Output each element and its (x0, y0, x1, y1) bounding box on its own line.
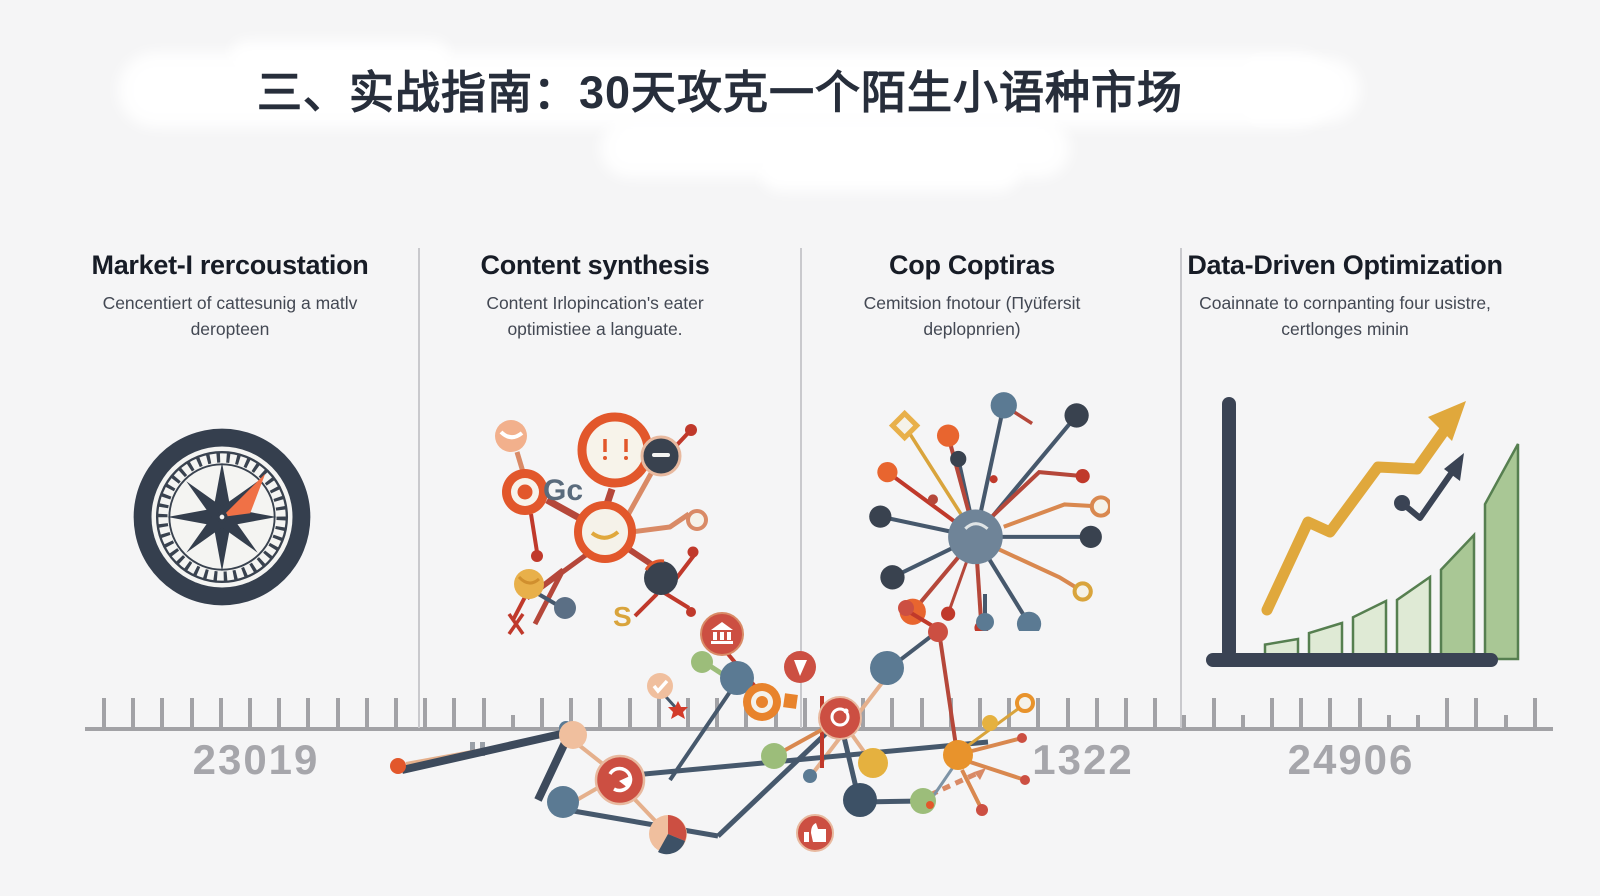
ruler-tick (540, 698, 544, 728)
secondary-arrow (1400, 463, 1460, 521)
ruler-tick (189, 698, 194, 728)
chart-bar (1351, 598, 1388, 661)
trend-line (1261, 411, 1460, 616)
ruler-tick (890, 698, 895, 728)
chart-bar (1439, 531, 1476, 661)
ruler-tick (1094, 698, 1099, 728)
column-header-market-research: Market-I rercoustation Cencentiert of ca… (55, 250, 405, 343)
ruler-tick (569, 698, 574, 728)
ruler-tick (452, 698, 457, 728)
ruler-tick (1036, 698, 1041, 728)
bottom-network-illustration (390, 594, 1035, 855)
column-header-data-driven: Data-Driven Optimization Coainnate to co… (1170, 250, 1520, 343)
column-divider (800, 248, 802, 728)
trend-arrowhead (1428, 401, 1466, 441)
ruler-tick (277, 698, 282, 728)
ruler-tick (102, 698, 106, 728)
ruler-tick (1386, 715, 1391, 728)
ruler-tick (364, 698, 369, 728)
compass-icon (133, 428, 311, 606)
ghost-blob (760, 150, 1020, 192)
y-axis (1222, 397, 1236, 659)
timeline-label: 24906 (1287, 736, 1415, 783)
ruler-tick (978, 698, 982, 728)
column-header-content-synthesis: Content synthesis Content Irlopincation'… (420, 250, 770, 343)
growth-chart-icon (1206, 397, 1520, 667)
ruler-tick (1182, 715, 1187, 728)
ruler-tick (1270, 698, 1274, 728)
ruler-tick (919, 698, 924, 728)
ruler-tick (160, 698, 165, 728)
ruler-tick (1532, 698, 1537, 728)
chart-bar (1395, 574, 1432, 661)
timeline-ruler (85, 727, 1553, 731)
chart-bar (1483, 443, 1520, 661)
s-label: S (613, 601, 632, 632)
ruler-tick (1357, 698, 1362, 728)
ruler-tick (218, 698, 223, 728)
ruler-tick (335, 698, 340, 728)
x-axis (1206, 653, 1498, 667)
ruler-tick (802, 698, 807, 728)
ruler-tick (1416, 715, 1420, 728)
column-subtitle: Cencentiert of cattesunig a matlv deropt… (102, 293, 358, 340)
hub-network-icon (869, 392, 1110, 631)
ruler-tick (394, 698, 398, 728)
timeline-label: 1322 (1032, 736, 1134, 783)
ghost-blob (1230, 58, 1360, 122)
ruler-tick (1240, 715, 1245, 728)
ruler-tick (861, 698, 866, 728)
column-title: Content synthesis (480, 250, 710, 280)
ruler-tick (1299, 698, 1304, 728)
column-subtitle: Cemitsion fnotour (Пyüfersit deplopnrien… (863, 293, 1081, 340)
ruler-tick (1007, 698, 1012, 728)
chart-bars (1263, 443, 1520, 661)
ruler-tick (1474, 698, 1479, 728)
ruler-tick (598, 698, 603, 728)
ruler-tick (248, 698, 252, 728)
ruler-tick (686, 698, 690, 728)
column-title: Market-I rercoustation (91, 250, 369, 280)
ruler-tick (423, 698, 428, 728)
column-divider (418, 248, 420, 728)
column-divider (1180, 248, 1182, 728)
ruler-tick (131, 698, 136, 728)
column-title: Cop Coptiras (889, 250, 1055, 280)
ruler-tick (744, 698, 749, 728)
ruler-tick (481, 698, 486, 728)
ruler-tick (510, 715, 515, 728)
ruler-tick (656, 698, 661, 728)
column-header-cop-coptiras: Cop Coptiras Cemitsion fnotour (Пyüfersi… (797, 250, 1147, 343)
page-title: 三、实战指南：30天攻克一个陌生小语种市场 (256, 67, 1184, 118)
ghost-blob (230, 40, 450, 74)
ruler-tick (1503, 715, 1508, 728)
content-network-icon: Gc S (495, 412, 708, 636)
ruler-tick (306, 698, 311, 728)
column-subtitle: Coainnate to cornpanting four usistre, c… (1199, 293, 1491, 340)
gc-label: Gc (543, 474, 583, 507)
ruler-tick (1445, 698, 1450, 728)
ruler-tick (1124, 698, 1128, 728)
ruler-tick (1328, 698, 1333, 728)
column-title: Data-Driven Optimization (1187, 250, 1503, 280)
column-subtitle: Content Irlopincation's eater optimistie… (486, 293, 704, 340)
ruler-tick (1153, 698, 1158, 728)
ruler-tick (627, 698, 632, 728)
ruler-tick (1211, 698, 1216, 728)
timeline-label: 23019 (192, 736, 320, 783)
ruler-tick (1065, 698, 1070, 728)
